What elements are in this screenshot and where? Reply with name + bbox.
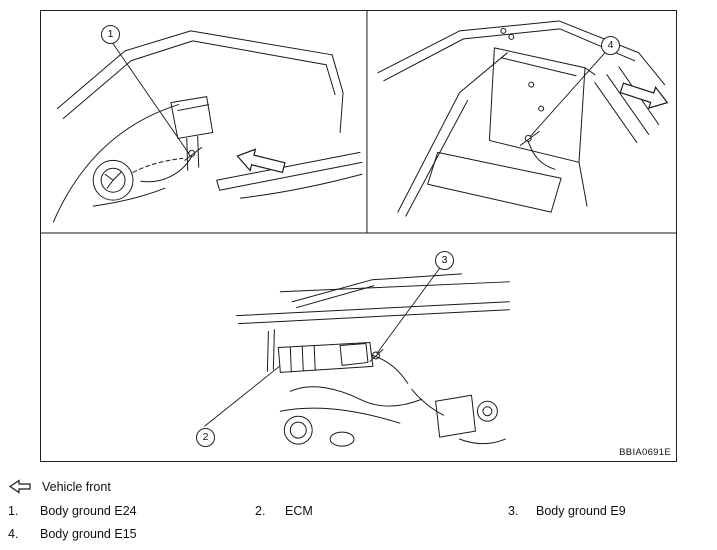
figure-illustration	[41, 11, 676, 447]
legend-item-2-label: ECM	[285, 504, 313, 518]
callout-1: 1	[101, 25, 120, 44]
legend-item-3-label: Body ground E9	[536, 504, 626, 518]
callout-2: 2	[196, 428, 215, 447]
engine-bay-right-illustration	[377, 20, 666, 217]
direction-arrow-left-icon	[236, 148, 286, 174]
legend-item-4-number: 4.	[8, 527, 19, 541]
legend-item-1-label: Body ground E24	[40, 504, 137, 518]
vehicle-front-label: Vehicle front	[42, 479, 111, 494]
callout-4: 4	[601, 36, 620, 55]
legend-item-4-label: Body ground E15	[40, 527, 137, 541]
legend-row-1: 1. Body ground E24 2. ECM 3. Body ground…	[0, 504, 717, 520]
figure-box: 1 4 3 2 BBIA0691E	[40, 10, 677, 462]
callout-leader-lines	[110, 40, 606, 427]
engine-bay-center-illustration	[236, 273, 510, 447]
callout-3-number: 3	[441, 254, 448, 267]
vehicle-front-caption: Vehicle front	[8, 479, 111, 494]
legend-item-1-number: 1.	[8, 504, 19, 518]
panel-dividers	[41, 11, 676, 234]
legend-row-2: 4. Body ground E15	[0, 527, 717, 543]
legend-item-2-number: 2.	[255, 504, 266, 518]
figure-code: BBIA0691E	[619, 447, 671, 458]
callout-1-number: 1	[107, 28, 114, 41]
direction-arrow-right-icon	[619, 82, 669, 110]
vehicle-front-arrow-icon	[8, 479, 32, 494]
engine-bay-left-illustration	[52, 30, 363, 223]
callout-3: 3	[435, 251, 454, 270]
callout-2-number: 2	[202, 431, 209, 444]
callout-4-number: 4	[607, 39, 614, 52]
legend-item-3-number: 3.	[508, 504, 519, 518]
